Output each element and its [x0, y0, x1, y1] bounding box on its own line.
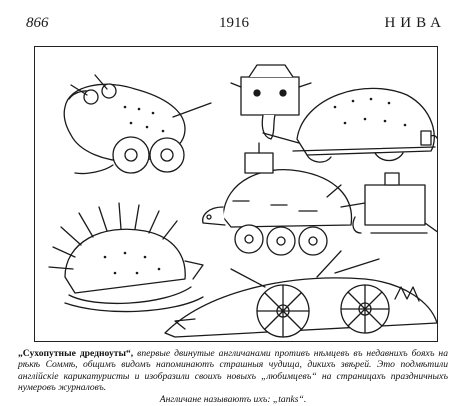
header-year: 1916 [219, 15, 249, 31]
illustration-frame [34, 46, 438, 342]
caption-body: впервые двинутые англичанами противъ нѣм… [18, 348, 448, 394]
frog-tank-drawing [63, 74, 212, 175]
caption-title: „Сухопутные дредноуты“, [18, 348, 134, 359]
page-number: 866 [26, 15, 49, 31]
elephant-tank-drawing [230, 64, 312, 140]
magazine-title: НИВА [384, 15, 446, 31]
pig-tank-drawing [202, 142, 353, 256]
crocodile-tank-drawing [164, 250, 437, 338]
page-header: 866 1916 НИВА [22, 14, 446, 36]
hedgehog-tank-drawing [48, 202, 204, 313]
illustration-caption: „Сухопутные дредноуты“, впервые двинутые… [18, 348, 448, 405]
tank-caricatures-illustration [48, 64, 437, 338]
caption-last-line: Англичане называютъ ихъ: „tanks“. [159, 393, 307, 405]
box-tank-drawing [340, 172, 437, 234]
turtle-tank-drawing [262, 87, 437, 163]
